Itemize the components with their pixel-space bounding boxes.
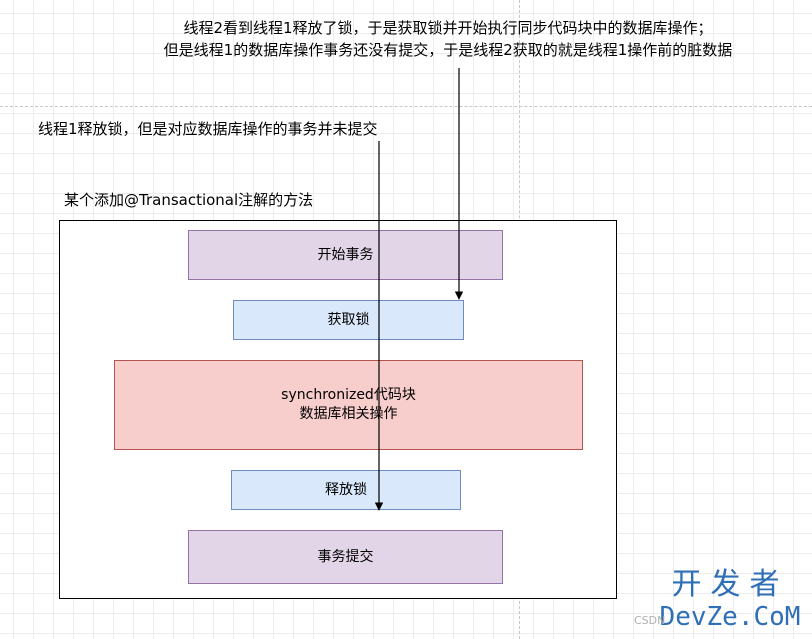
step-start-transaction-label: 开始事务 xyxy=(317,246,374,263)
thread1-note: 线程1释放锁，但是对应数据库操作的事务并未提交 xyxy=(38,120,378,138)
guide-line-horizontal xyxy=(0,106,812,107)
thread2-note: 线程2看到线程1释放了锁，于是获取锁并开始执行同步代码块中的数据库操作； 但是线… xyxy=(0,17,812,61)
watermark-en: DevZe.CoM xyxy=(659,602,801,632)
step-release-lock[interactable]: 释放锁 xyxy=(231,470,461,510)
thread2-note-line1: 线程2看到线程1释放了锁，于是获取锁并开始执行同步代码块中的数据库操作； xyxy=(183,19,713,37)
step-commit-transaction-label: 事务提交 xyxy=(317,548,374,565)
step-release-lock-label: 释放锁 xyxy=(325,481,367,498)
csdn-watermark: CSDN xyxy=(634,614,666,627)
method-label: 某个添加@Transactional注解的方法 xyxy=(64,191,314,209)
step-synchronized-label-line1: synchronized代码块 xyxy=(281,387,416,403)
step-acquire-lock[interactable]: 获取锁 xyxy=(233,300,464,340)
step-acquire-lock-label: 获取锁 xyxy=(327,311,370,328)
step-synchronized-block[interactable]: synchronized代码块 数据库相关操作 xyxy=(114,360,583,450)
watermark-cn: 开发者 xyxy=(671,567,789,602)
watermark-logo: 开发者 DevZe.CoM xyxy=(652,567,808,633)
thread2-note-line2: 但是线程1的数据库操作事务还没有提交，于是线程2获取的就是线程1操作前的脏数据 xyxy=(163,41,733,59)
step-synchronized-label-line2: 数据库相关操作 xyxy=(299,406,398,422)
step-start-transaction[interactable]: 开始事务 xyxy=(188,230,503,280)
step-commit-transaction[interactable]: 事务提交 xyxy=(188,530,503,584)
